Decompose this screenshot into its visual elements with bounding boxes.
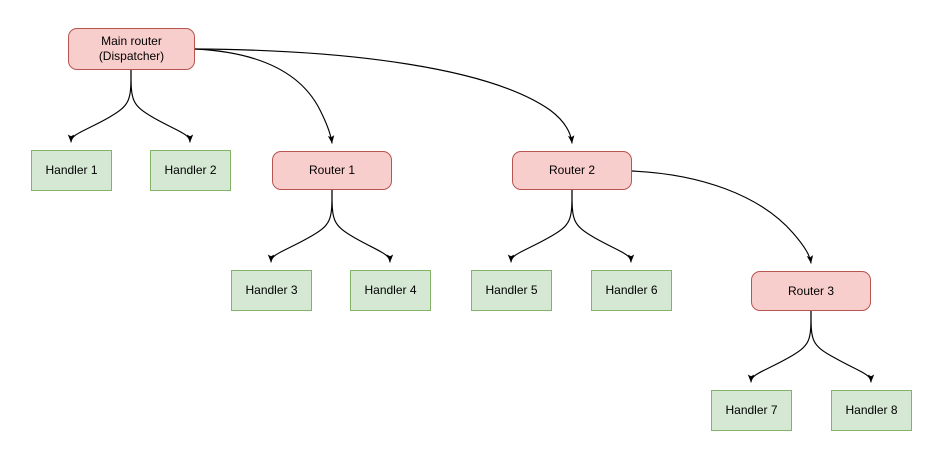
node-handler-7[interactable]: Handler 7 (711, 390, 792, 431)
node-handler-2[interactable]: Handler 2 (150, 150, 231, 191)
edge-main-router-to-router-1 (194, 48, 335, 144)
node-handler-1[interactable]: Handler 1 (31, 150, 112, 191)
edge-group (67, 48, 875, 383)
node-handler-5[interactable]: Handler 5 (471, 270, 552, 311)
node-label-router-2: Router 2 (548, 163, 596, 177)
edge-router-2-to-handler-5 (507, 189, 573, 263)
node-main-router[interactable]: Main router (Dispatcher) (68, 28, 195, 70)
node-label-handler-2: Handler 2 (164, 163, 217, 177)
edge-router-2-to-router-3 (631, 170, 814, 264)
node-label-handler-8: Handler 8 (845, 403, 898, 417)
node-handler-8[interactable]: Handler 8 (831, 390, 912, 431)
node-label-main-router: Main router (Dispatcher) (98, 34, 165, 63)
node-label-handler-5: Handler 5 (485, 283, 538, 297)
node-label-router-3: Router 3 (787, 283, 835, 298)
edge-main-router-to-handler-1 (67, 69, 132, 143)
node-router-1[interactable]: Router 1 (272, 151, 392, 190)
node-label-handler-4: Handler 4 (364, 283, 417, 297)
edge-router-3-to-handler-8 (810, 310, 875, 383)
edge-main-router-to-router-2 (194, 48, 575, 144)
node-label-router-1: Router 1 (308, 163, 356, 177)
node-label-handler-6: Handler 6 (605, 283, 658, 297)
edge-router-1-to-handler-3 (267, 189, 333, 263)
node-label-handler-7: Handler 7 (725, 403, 778, 417)
edge-router-1-to-handler-4 (331, 189, 394, 263)
edge-router-2-to-handler-6 (571, 189, 635, 263)
edge-main-router-to-handler-2 (130, 69, 194, 143)
node-router-2[interactable]: Router 2 (512, 151, 632, 190)
node-handler-6[interactable]: Handler 6 (591, 270, 672, 311)
node-handler-4[interactable]: Handler 4 (350, 270, 431, 311)
edge-router-3-to-handler-7 (747, 310, 812, 383)
node-router-3[interactable]: Router 3 (751, 271, 871, 311)
node-handler-3[interactable]: Handler 3 (231, 270, 312, 311)
node-label-handler-3: Handler 3 (245, 283, 298, 297)
node-label-handler-1: Handler 1 (45, 163, 98, 177)
